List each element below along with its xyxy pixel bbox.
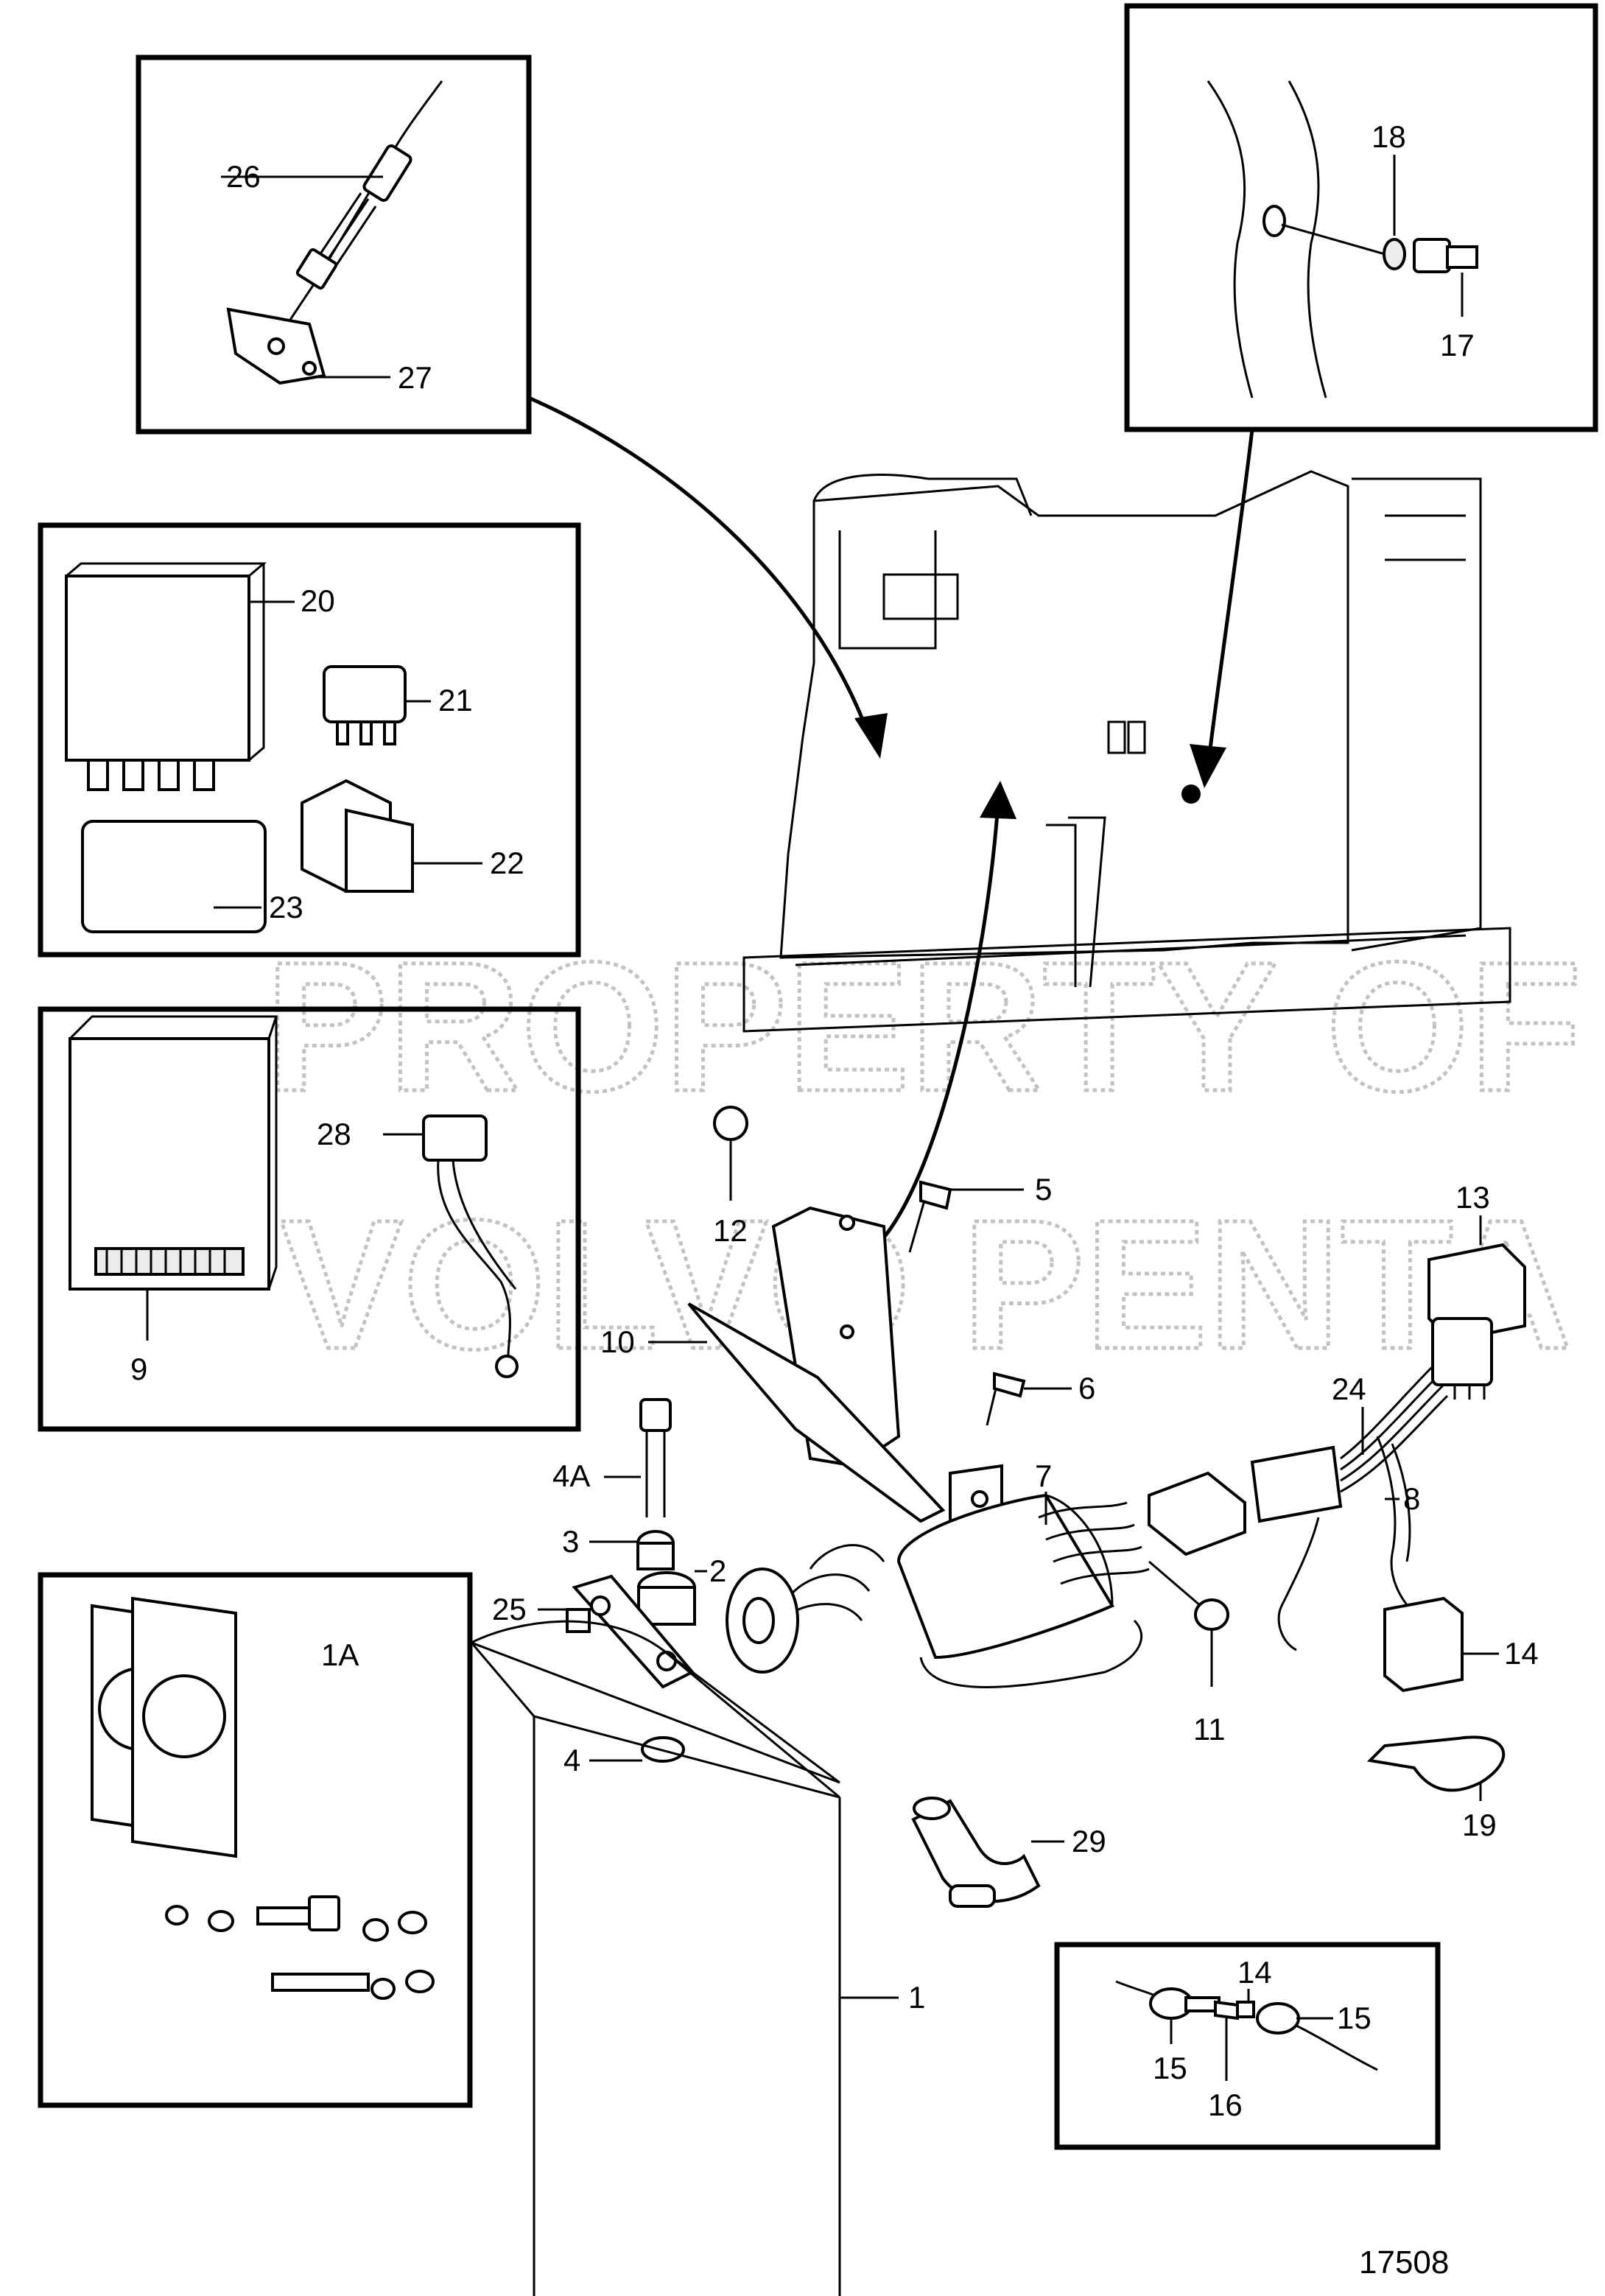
- callout-14: 14: [1504, 1636, 1539, 1671]
- callout-12: 12: [713, 1213, 748, 1248]
- callout-16: 16: [1208, 2088, 1243, 2122]
- callout-19: 19: [1462, 1808, 1497, 1842]
- callout-23: 23: [269, 890, 303, 924]
- drawing-number: 17508: [1359, 2244, 1449, 2281]
- callout-13: 13: [1455, 1180, 1490, 1215]
- callout-26: 26: [226, 159, 261, 194]
- callout-29: 29: [1072, 1824, 1106, 1858]
- detail-box-adapter: [38, 1572, 473, 2108]
- main-assembly: [566, 1106, 1526, 1908]
- callout-15b: 15: [1337, 2001, 1372, 2035]
- watermark: PROPERTY OF VOLVO PENTA: [264, 922, 1584, 1389]
- callout-1: 1: [908, 1980, 925, 2015]
- callout-10: 10: [600, 1324, 635, 1359]
- callout-27: 27: [398, 360, 432, 395]
- housing-outline: [468, 1620, 841, 2296]
- callout-4A: 4A: [552, 1458, 590, 1493]
- detail-box-plug: [1124, 3, 1598, 432]
- callout-6: 6: [1078, 1371, 1095, 1405]
- callout-7: 7: [1035, 1458, 1052, 1493]
- callout-25: 25: [492, 1592, 527, 1626]
- engine-outline: [742, 470, 1511, 1033]
- callout-24: 24: [1332, 1372, 1366, 1406]
- detail-box-cable: [136, 55, 532, 435]
- callout-9: 9: [130, 1352, 147, 1386]
- callout-2: 2: [709, 1554, 726, 1588]
- callout-5: 5: [1035, 1172, 1052, 1207]
- callout-11: 11: [1193, 1712, 1226, 1746]
- callout-28: 28: [317, 1117, 351, 1151]
- detail-box-control-unit: [38, 1006, 581, 1432]
- callout-17: 17: [1440, 328, 1475, 362]
- callout-18: 18: [1372, 119, 1406, 154]
- leader-lines: [538, 1140, 1499, 1999]
- detail-box-connector: [1054, 1942, 1441, 2150]
- callout-22: 22: [490, 846, 524, 880]
- callout-1A: 1A: [321, 1637, 359, 1672]
- callout-15: 15: [1153, 2051, 1187, 2085]
- callout-4: 4: [563, 1743, 580, 1777]
- callout-14b: 14: [1237, 1955, 1272, 1990]
- callout-3: 3: [562, 1524, 579, 1559]
- detail-box-relays: [38, 522, 581, 958]
- watermark-line-2: VOLVO PENTA: [280, 1182, 1573, 1387]
- callout-8: 8: [1403, 1481, 1420, 1516]
- callout-21: 21: [438, 683, 473, 717]
- callout-labels: 26 27 18 17 20 21 22 23 28 9 12 5 13 10 …: [130, 119, 1539, 2281]
- callout-20: 20: [301, 583, 335, 618]
